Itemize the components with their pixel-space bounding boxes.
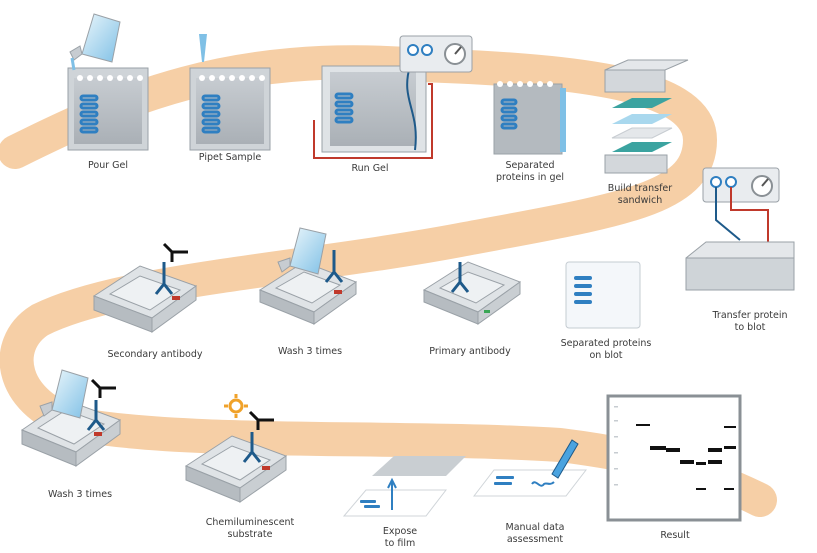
glow-substrate-icon [224, 394, 248, 418]
rocker-chemiluminescent [184, 435, 288, 503]
result-blot [606, 394, 742, 522]
label-build-sandwich: Build transfer sandwich [607, 183, 673, 206]
label-secondary-antibody: Secondary antibody [107, 349, 203, 360]
label-pipet-sample: Pipet Sample [198, 152, 262, 163]
antibody-secondary-icon [90, 378, 116, 398]
bottle-icon [69, 13, 121, 71]
antibody-primary-icon [86, 400, 106, 431]
rocker-primary [422, 261, 522, 325]
label-run-gel: Run Gel [351, 163, 389, 174]
label-expose-film: Expose to film [382, 526, 418, 549]
antibody-primary-icon [242, 432, 262, 463]
transfer-apparatus [685, 241, 795, 291]
antibody-icon [324, 250, 344, 283]
label-separated-on-blot: Separated proteins on blot [560, 338, 652, 361]
separated-gel [493, 81, 566, 155]
power-supply-transfer [702, 167, 780, 244]
gel-cassette-pour [67, 67, 149, 151]
pipette-icon [199, 34, 207, 62]
label-wash-bottom: Wash 3 times [47, 489, 113, 500]
label-transfer-protein: Transfer protein to blot [712, 310, 788, 333]
bottle-icon [39, 369, 89, 419]
antibody-secondary-icon [162, 242, 188, 262]
label-pour-gel: Pour Gel [88, 160, 128, 171]
label-chemiluminescent: Chemiluminescent substrate [205, 517, 295, 540]
label-result: Result [660, 530, 690, 541]
bottle-icon [277, 227, 327, 275]
antibody-secondary-icon [248, 410, 274, 430]
label-wash-top: Wash 3 times [277, 346, 343, 357]
label-primary-antibody: Primary antibody [429, 346, 511, 357]
transfer-sandwich [604, 59, 689, 174]
label-separated-in-gel: Separated proteins in gel [496, 160, 564, 183]
power-supply [399, 35, 473, 73]
gel-cassette-pipet [189, 67, 271, 151]
manual-assessment [472, 469, 588, 497]
antibody-primary-icon [154, 262, 174, 295]
blot-membrane [565, 261, 641, 329]
gel-run-apparatus [313, 65, 433, 159]
film-exposure [342, 456, 466, 517]
pen-icon [551, 439, 579, 479]
antibody-primary-icon [450, 262, 470, 293]
rocker-secondary [92, 265, 198, 333]
label-manual-assessment: Manual data assessment [505, 522, 565, 545]
